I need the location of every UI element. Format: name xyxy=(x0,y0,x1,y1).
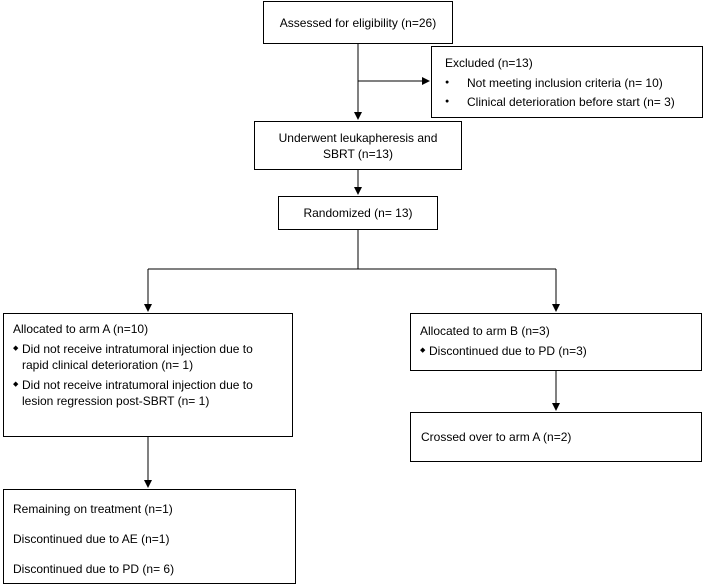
arm-b-item: Discontinued due to PD (n=3) xyxy=(420,343,701,359)
leukapheresis-label-line1: Underwent leukapheresis and xyxy=(278,130,438,145)
leukapheresis-box: Underwent leukapheresis and SBRT (n=13) xyxy=(254,121,462,170)
randomized-box: Randomized (n= 13) xyxy=(278,196,438,230)
assessed-label: Assessed for eligibility (n=26) xyxy=(279,15,437,30)
crossed-over-label: Crossed over to arm A (n=2) xyxy=(421,430,572,444)
outcomes-box: Remaining on treatment (n=1) Discontinue… xyxy=(3,489,296,584)
assessed-box: Assessed for eligibility (n=26) xyxy=(263,1,453,44)
arm-b-title: Allocated to arm B (n=3) xyxy=(420,324,550,338)
excluded-item: Clinical deterioration before start (n= … xyxy=(445,94,702,110)
arm-a-box: Allocated to arm A (n=10) Did not receiv… xyxy=(3,313,293,437)
excluded-title: Excluded (n=13) xyxy=(445,56,533,70)
arm-b-box: Allocated to arm B (n=3) Discontinued du… xyxy=(410,313,702,371)
outcome-item: Discontinued due to PD (n= 6) xyxy=(13,562,175,576)
randomized-label: Randomized (n= 13) xyxy=(303,206,413,220)
leukapheresis-label-line2: SBRT (n=13) xyxy=(323,146,393,161)
outcome-item: Remaining on treatment (n=1) xyxy=(13,502,173,516)
crossed-over-box: Crossed over to arm A (n=2) xyxy=(410,412,702,462)
excluded-item: Not meeting inclusion criteria (n= 10) xyxy=(445,75,702,91)
arm-a-title: Allocated to arm A (n=10) xyxy=(13,322,149,336)
excluded-box: Excluded (n=13) Not meeting inclusion cr… xyxy=(431,46,703,118)
outcome-item: Discontinued due to AE (n=1) xyxy=(13,532,170,546)
arm-a-item: Did not receive intratumoral injection d… xyxy=(13,377,292,409)
arm-a-item: Did not receive intratumoral injection d… xyxy=(13,341,292,373)
